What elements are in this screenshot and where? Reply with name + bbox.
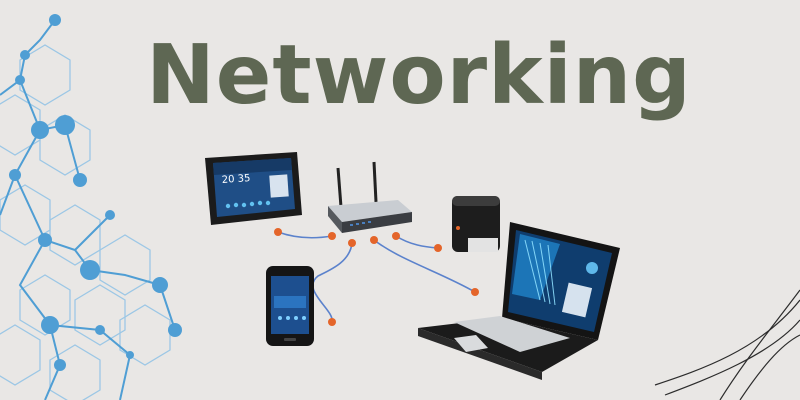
page-title: Networking — [146, 28, 692, 123]
tablet-clock: 20 35 — [221, 173, 250, 186]
cable-connectors — [274, 228, 479, 326]
